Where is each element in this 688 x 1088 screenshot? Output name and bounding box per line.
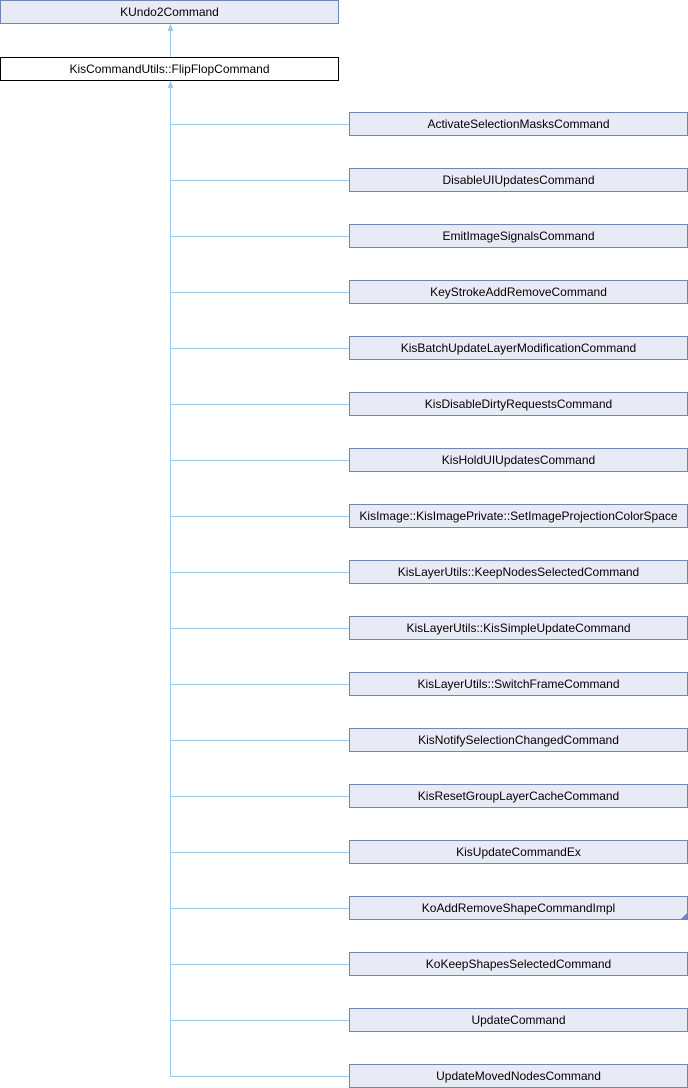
class-name: EmitImageSignalsCommand — [442, 229, 595, 243]
class-name: KisDisableDirtyRequestsCommand — [424, 397, 613, 411]
derived-class-node[interactable]: KisLayerUtils::KisSimpleUpdateCommand — [349, 616, 688, 640]
class-name: KisLayerUtils::KeepNodesSelectedCommand — [397, 565, 640, 579]
derived-class-node[interactable]: KisDisableDirtyRequestsCommand — [349, 392, 688, 416]
class-name: KisLayerUtils::KisSimpleUpdateCommand — [406, 621, 631, 635]
derived-class-node[interactable]: KisLayerUtils::SwitchFrameCommand — [349, 672, 688, 696]
class-name: KisHoldUIUpdatesCommand — [441, 453, 596, 467]
derived-class-node[interactable]: KisImage::KisImagePrivate::SetImageProje… — [349, 504, 688, 528]
derived-class-node[interactable]: KoAddRemoveShapeCommandImpl — [349, 896, 688, 920]
class-name: KisLayerUtils::SwitchFrameCommand — [417, 677, 620, 691]
derived-class-node[interactable]: DisableUIUpdatesCommand — [349, 168, 688, 192]
class-name: KisImage::KisImagePrivate::SetImageProje… — [359, 509, 678, 523]
derived-class-node[interactable]: ActivateSelectionMasksCommand — [349, 112, 688, 136]
derived-class-node[interactable]: KoKeepShapesSelectedCommand — [349, 952, 688, 976]
base-class-node[interactable]: KUndo2Command — [0, 0, 339, 24]
class-name: UpdateMovedNodesCommand — [436, 1069, 601, 1083]
class-name: ActivateSelectionMasksCommand — [427, 117, 610, 131]
more-subclasses-icon — [681, 913, 687, 919]
class-name: KoAddRemoveShapeCommandImpl — [421, 901, 616, 915]
derived-class-node[interactable]: UpdateCommand — [349, 1008, 688, 1032]
derived-class-node[interactable]: KisNotifySelectionChangedCommand — [349, 728, 688, 752]
class-name: UpdateCommand — [471, 1013, 566, 1027]
derived-class-node[interactable]: UpdateMovedNodesCommand — [349, 1064, 688, 1088]
class-name: KisUpdateCommandEx — [456, 845, 581, 859]
current-class-node: KisCommandUtils::FlipFlopCommand — [0, 57, 339, 81]
derived-class-node[interactable]: KeyStrokeAddRemoveCommand — [349, 280, 688, 304]
derived-class-node[interactable]: KisUpdateCommandEx — [349, 840, 688, 864]
class-name: KisBatchUpdateLayerModificationCommand — [400, 341, 637, 355]
arrowhead-icon — [167, 24, 174, 31]
derived-class-node[interactable]: EmitImageSignalsCommand — [349, 224, 688, 248]
class-name: KisResetGroupLayerCacheCommand — [417, 789, 620, 803]
class-name: KeyStrokeAddRemoveCommand — [430, 285, 607, 299]
derived-class-node[interactable]: KisLayerUtils::KeepNodesSelectedCommand — [349, 560, 688, 584]
class-name: KoKeepShapesSelectedCommand — [425, 957, 612, 971]
derived-class-node[interactable]: KisBatchUpdateLayerModificationCommand — [349, 336, 688, 360]
arrowhead-icon — [167, 81, 174, 88]
class-name: DisableUIUpdatesCommand — [442, 173, 595, 187]
class-name: KisNotifySelectionChangedCommand — [418, 733, 619, 747]
derived-class-node[interactable]: KisHoldUIUpdatesCommand — [349, 448, 688, 472]
derived-class-node[interactable]: KisResetGroupLayerCacheCommand — [349, 784, 688, 808]
